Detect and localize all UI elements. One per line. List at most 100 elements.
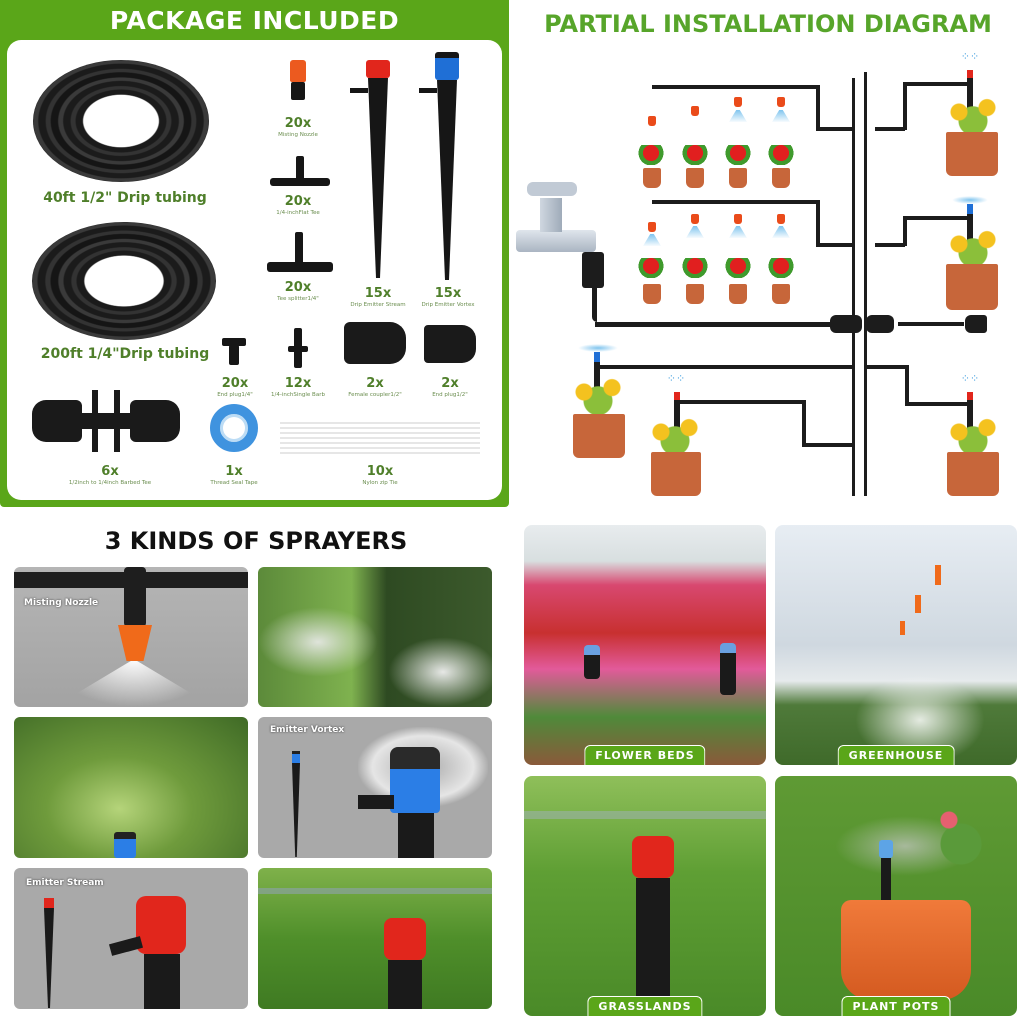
flat-tee-image xyxy=(270,178,330,186)
lower-branch-2a xyxy=(680,400,804,404)
emitter-vortex-barb xyxy=(419,88,437,93)
pot-icon xyxy=(946,264,998,310)
faucet-body xyxy=(540,198,562,232)
vortex-emitter-image xyxy=(720,643,736,695)
application-label: GRASSLANDS xyxy=(587,996,703,1016)
package-title: PACKAGE INCLUDED xyxy=(109,6,400,35)
item-count: 2x xyxy=(366,376,384,391)
drip-tubing-40ft-image xyxy=(33,60,209,182)
hose-background xyxy=(524,811,766,819)
item-name: 1/2inch to 1/4inch Barbed Tee xyxy=(68,480,152,486)
item-name: Drip Emitter Vortex xyxy=(421,302,475,308)
sprayer-label: Emitter Stream xyxy=(26,878,104,888)
spray-icon: ⁘⁘ xyxy=(960,51,980,63)
red-flower-icon xyxy=(638,258,664,278)
lower-right-branch-c xyxy=(905,402,969,406)
row2-connect xyxy=(816,243,852,247)
barbed-tee-barb-2 xyxy=(114,390,120,452)
coupler-right xyxy=(866,315,894,333)
stream-stake-cap-small xyxy=(44,898,54,908)
lower-right-branch-a xyxy=(867,365,907,369)
item-name: Female coupler1/2" xyxy=(348,392,402,398)
emitter-stream-barb xyxy=(350,88,368,93)
misting-nozzle-icon xyxy=(648,222,656,232)
row1-branch xyxy=(652,85,818,89)
end-plug-icon xyxy=(965,315,987,333)
sprayers-title: 3 KINDS OF SPRAYERS xyxy=(104,527,408,555)
mist-spray-icon xyxy=(686,226,704,238)
row1-connect xyxy=(816,127,852,131)
pot-icon xyxy=(643,168,661,188)
hose-background xyxy=(258,888,492,894)
faucet-icon xyxy=(516,230,596,252)
end-plug-quarter-top xyxy=(222,338,246,346)
application-tile-greenhouse[interactable]: GREENHOUSE xyxy=(775,525,1017,765)
vortex-emitter-image xyxy=(879,840,893,858)
coupler-left xyxy=(830,315,862,333)
barbed-tee-left-coupler xyxy=(32,400,82,442)
item-count: 15x xyxy=(434,286,462,301)
stream-stake-image xyxy=(144,954,180,1009)
vortex-stake-small-image xyxy=(292,763,300,857)
lower-branch-1 xyxy=(600,365,852,369)
diagram-title: PARTIAL INSTALLATION DIAGRAM xyxy=(544,10,992,38)
sprayer-tile-emitter-stream: Emitter Stream xyxy=(14,868,248,1009)
pot-icon xyxy=(947,452,999,496)
stream-stake-small-image xyxy=(44,908,54,1008)
application-label: FLOWER BEDS xyxy=(584,745,706,765)
pot-icon xyxy=(729,168,747,188)
sprayer-tile-emitter-vortex: Emitter Vortex xyxy=(258,717,492,858)
pot-icon xyxy=(729,284,747,304)
stream-emitter-cap-image xyxy=(632,836,674,878)
item-zip-ties: 10x Nylon zip Tie xyxy=(340,460,420,486)
sprayer-tile-mist-photo xyxy=(258,567,492,707)
sprayer-tile-misting-nozzle: Misting Nozzle xyxy=(14,567,248,707)
item-count: 20x xyxy=(221,376,249,391)
barbed-tee-body xyxy=(80,413,132,429)
item-emitter-stream: 15x Drip Emitter Stream xyxy=(340,282,416,308)
mist-spray-icon xyxy=(729,226,747,238)
sprayer-label: Misting Nozzle xyxy=(24,598,99,608)
vortex-barb-image xyxy=(358,795,394,809)
item-name: Tee splitter1/4" xyxy=(277,296,319,302)
item-name: Misting Nozzle xyxy=(278,132,318,138)
mist-cloud-image xyxy=(388,637,492,707)
lower-branch-2c xyxy=(802,443,852,447)
red-flower-icon xyxy=(682,258,708,278)
item-name: End plug1/4" xyxy=(217,392,253,398)
sprayer-tile-stream-photo xyxy=(258,868,492,1009)
red-flower-icon xyxy=(638,145,664,165)
item-misting-nozzle: 20x Misting Nozzle xyxy=(265,112,331,138)
end-plug-half-image xyxy=(424,325,476,363)
misting-nozzle-icon xyxy=(777,97,785,107)
row1-drop xyxy=(816,85,820,129)
application-tile-plant-pots[interactable]: PLANT POTS xyxy=(775,776,1017,1016)
pot-icon xyxy=(573,414,625,458)
misting-nozzle-icon xyxy=(734,214,742,224)
application-label: PLANT POTS xyxy=(841,996,951,1016)
mist-spray-icon xyxy=(729,110,747,122)
item-label-200ft-tubing: 200ft 1/4"Drip tubing xyxy=(40,346,210,362)
tee-splitter-stem xyxy=(295,232,303,266)
single-barb-collar xyxy=(288,346,308,352)
item-end-plug-half: 2x End plug1/2" xyxy=(420,372,480,398)
pot-icon xyxy=(772,168,790,188)
misting-nozzle-image xyxy=(290,60,306,82)
barbed-tee-barb-1 xyxy=(92,390,98,452)
item-name: Drip Emitter Stream xyxy=(350,302,406,308)
yellow-flower-icon xyxy=(938,90,1008,134)
misting-nozzle-icon xyxy=(691,214,699,224)
application-label: GREENHOUSE xyxy=(837,745,955,765)
application-tile-grasslands[interactable]: GRASSLANDS xyxy=(524,776,766,1016)
misting-nozzle-base xyxy=(291,82,305,100)
item-single-barb: 12x 1/4-inchSingle Barb xyxy=(262,372,334,398)
spray-icon: ⁘⁘ xyxy=(960,373,980,385)
drip-tubing-200ft-image xyxy=(32,222,216,340)
item-name: 1/4-inchFlat Tee xyxy=(276,210,320,216)
thread-seal-tape-image xyxy=(210,404,258,452)
vortex-spray-icon xyxy=(952,196,988,204)
mist-spray-image xyxy=(54,661,214,707)
item-tee-splitter: 20x Tee splitter1/4" xyxy=(255,276,341,302)
application-tile-flower-beds[interactable]: FLOWER BEDS xyxy=(524,525,766,765)
emitter-stream-cap xyxy=(366,60,390,78)
